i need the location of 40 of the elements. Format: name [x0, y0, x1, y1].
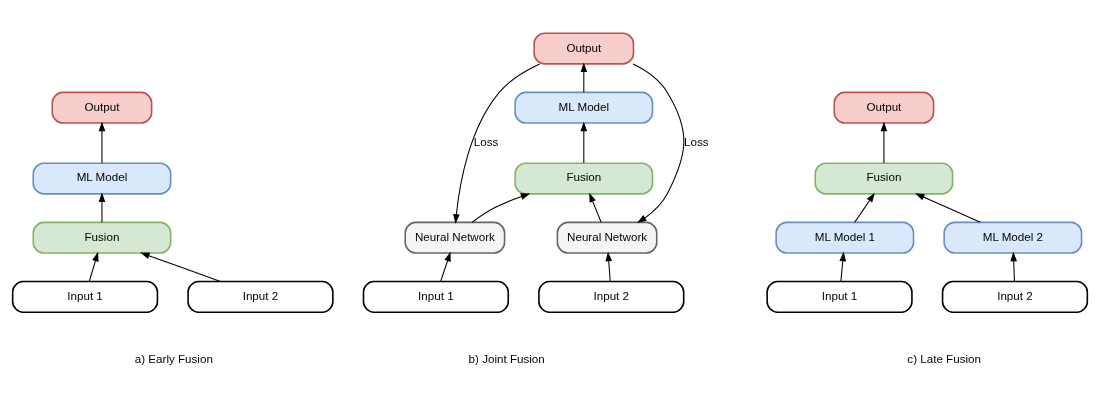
node-box: ML Model 1 [775, 221, 915, 254]
arrow [1010, 251, 1017, 282]
node-box: Output [51, 91, 153, 124]
node-box: Neural Network [556, 221, 658, 254]
arrow [632, 63, 685, 224]
edge-label: Loss [684, 135, 709, 149]
node-box: Fusion [514, 162, 654, 195]
arrow [589, 192, 602, 223]
label: c) Late Fusion [907, 351, 981, 365]
arrow [140, 252, 221, 282]
arrow [88, 251, 99, 282]
arrow [839, 251, 847, 282]
node-box: ML Model 2 [943, 221, 1083, 254]
node-box: ML Model [32, 162, 172, 195]
arrow [915, 193, 981, 223]
arrow [98, 121, 106, 164]
arrow [605, 251, 613, 282]
node-box: ML Model [514, 91, 654, 124]
node-box: Input 1 [362, 280, 510, 313]
node-box: Input 2 [941, 280, 1089, 313]
arrow [98, 192, 106, 223]
label: b) Joint Fusion [468, 351, 545, 365]
node-box: Input 2 [187, 280, 334, 313]
arrow [880, 121, 888, 164]
node-box: Fusion [32, 221, 172, 254]
node-box: Input 1 [11, 280, 159, 313]
edge-label: Loss [473, 135, 499, 149]
node-box: Output [533, 32, 635, 65]
arrow [453, 63, 541, 224]
node-box: Output [833, 91, 935, 124]
node-box: Fusion [814, 162, 954, 195]
node-box: Input 1 [766, 280, 913, 313]
arrow [440, 251, 451, 282]
arrow [580, 121, 588, 164]
arrow [580, 62, 588, 93]
node-box: Neural Network [404, 221, 506, 254]
arrow [854, 192, 875, 223]
label: a) Early Fusion [134, 351, 213, 365]
arrow [471, 193, 531, 223]
node-box: Input 2 [538, 280, 685, 313]
